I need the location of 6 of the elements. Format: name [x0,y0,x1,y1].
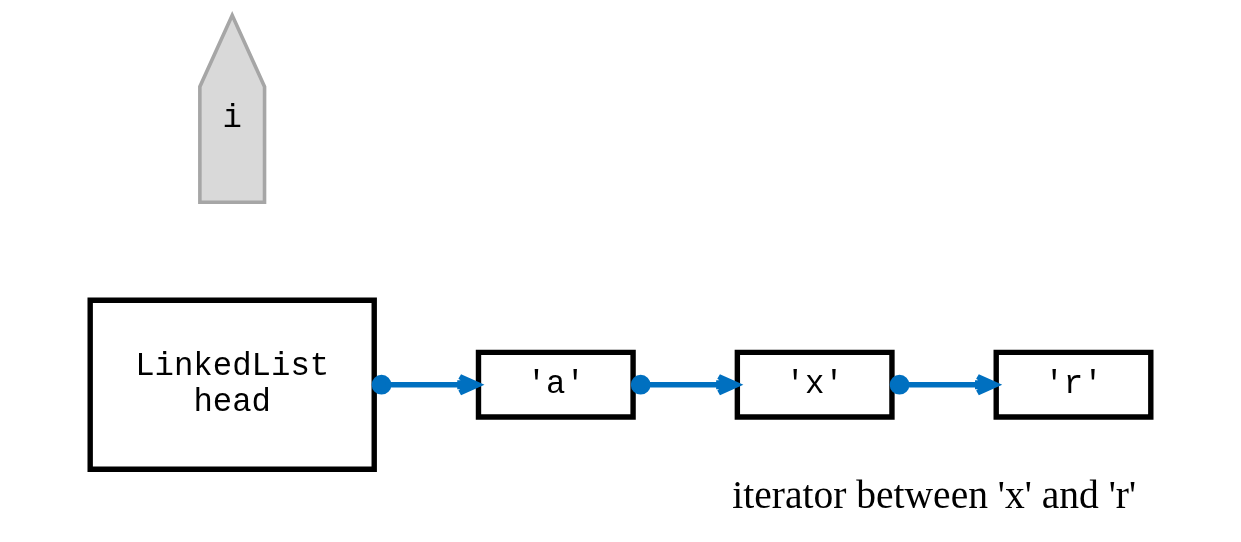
node-box: LinkedList head [87,297,377,472]
node-box: 'x' [734,349,895,420]
node-box: 'a' [475,349,636,420]
node-box: 'r' [993,349,1154,420]
caption: iterator between 'x' and 'r' [732,473,1137,518]
arrow [889,373,999,396]
